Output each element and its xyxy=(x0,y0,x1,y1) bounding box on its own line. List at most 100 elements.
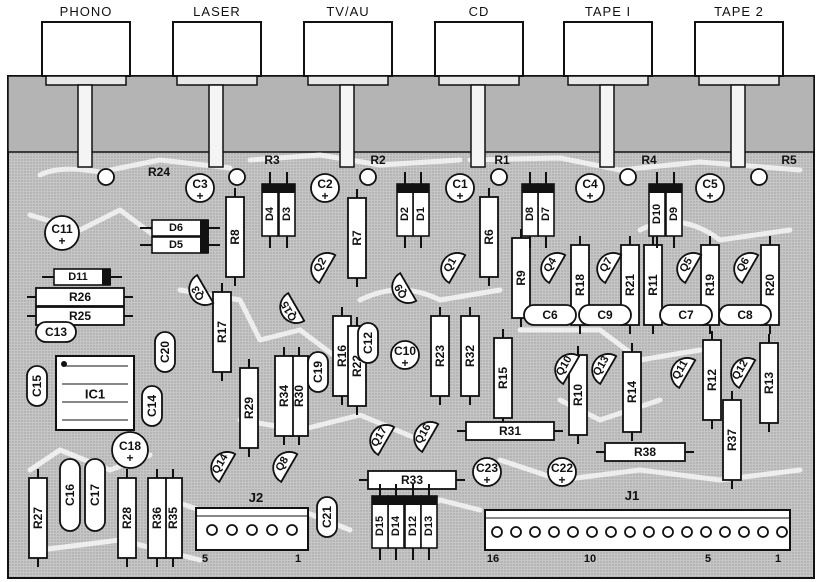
capacitor-c12: C12 xyxy=(357,322,379,364)
label-c6: C6 xyxy=(542,308,558,322)
transistor-q2: Q2 xyxy=(310,252,337,285)
label-r26: R26 xyxy=(69,290,91,304)
resistor-r28: R28 xyxy=(117,469,137,567)
polarity-c1: + xyxy=(456,189,463,203)
transistor-q4: Q4 xyxy=(540,252,567,285)
resistor-r3: R3 xyxy=(264,153,280,167)
transistor-q3: Q3 xyxy=(188,273,215,306)
label-d6: D6 xyxy=(169,222,183,234)
board-top-band xyxy=(7,75,815,153)
transistor-q11: Q11 xyxy=(670,357,697,390)
polarity-c3: + xyxy=(196,189,203,203)
polarity-c10: + xyxy=(401,356,408,370)
jack-1 xyxy=(172,21,262,186)
label-r36: R36 xyxy=(150,507,164,529)
j1-pin-5-label: 5 xyxy=(705,553,711,565)
diode-d10: D10 xyxy=(648,172,666,248)
capacitor-c1: C1+ xyxy=(445,173,475,203)
label-r6: R6 xyxy=(482,229,496,245)
label-d7: D7 xyxy=(540,207,552,221)
resistor-r8: R8 xyxy=(225,188,245,286)
label-d4: D4 xyxy=(264,206,276,221)
label-r11: R11 xyxy=(646,274,660,296)
connector-j2-label: J2 xyxy=(249,490,263,505)
diode-d3: D3 xyxy=(278,172,296,248)
resistor-r14: R14 xyxy=(622,343,642,441)
polarity-c22: + xyxy=(558,473,565,487)
label-c11: C11 xyxy=(51,222,73,236)
capacitor-c20: C20 xyxy=(154,331,176,373)
resistor-r26: R26 xyxy=(27,287,133,307)
capacitor-c6: C6 xyxy=(523,304,577,326)
polarity-c2: + xyxy=(321,189,328,203)
label-ic1: IC1 xyxy=(85,387,105,402)
label-c15: C15 xyxy=(30,375,44,397)
j1-pin-16-label: 16 xyxy=(487,553,499,565)
label-r19: R19 xyxy=(703,274,717,296)
diode-d11: D11 xyxy=(42,268,122,286)
polarity-c5: + xyxy=(706,189,713,203)
j1-pin-10-label: 10 xyxy=(584,553,596,565)
jack-label-phono: PHONO xyxy=(60,4,113,19)
label-c18: C18 xyxy=(119,439,141,453)
jack-label-tape-2: TAPE 2 xyxy=(714,4,764,19)
label-c13: C13 xyxy=(45,325,67,339)
resistor-r13: R13 xyxy=(759,334,779,432)
resistor-r36: R36 xyxy=(147,469,167,567)
polarity-c23: + xyxy=(483,473,490,487)
capacitor-c5: C5+ xyxy=(695,173,725,203)
transistor-q16: Q16 xyxy=(413,421,440,454)
label-d12: D12 xyxy=(407,516,419,536)
transistor-q9: Q9 xyxy=(391,271,418,304)
transistor-q6: Q6 xyxy=(733,252,760,285)
label-c8: C8 xyxy=(737,308,753,322)
transistor-q12: Q12 xyxy=(730,357,757,390)
capacitor-c10: C10+ xyxy=(390,340,420,370)
label-d13: D13 xyxy=(423,516,435,536)
resistor-r37: R37 xyxy=(722,391,742,489)
label-r23: R23 xyxy=(433,345,447,367)
label-c4: C4 xyxy=(582,177,598,191)
jack-label-laser: LASER xyxy=(193,4,241,19)
label-d10: D10 xyxy=(651,204,663,224)
label-d1: D1 xyxy=(415,207,427,221)
label-c10: C10 xyxy=(394,344,416,358)
label-d3: D3 xyxy=(281,207,293,221)
capacitor-c11: C11+ xyxy=(44,215,80,251)
resistor-r7: R7 xyxy=(347,189,367,287)
capacitor-c8: C8 xyxy=(718,304,772,326)
label-c3: C3 xyxy=(192,177,208,191)
diode-d14: D14 xyxy=(387,484,405,560)
capacitor-c17: C17 xyxy=(84,458,106,532)
j2-pin-5-label: 5 xyxy=(202,553,208,565)
label-r7: R7 xyxy=(350,230,364,246)
label-d9: D9 xyxy=(668,207,680,221)
jack-label-tape-1: TAPE I xyxy=(585,4,631,19)
label-c21: C21 xyxy=(320,506,334,528)
diode-d5: D5 xyxy=(140,236,220,254)
label-c9: C9 xyxy=(597,308,613,322)
capacitor-c15: C15 xyxy=(26,365,48,407)
j2-pin-1-label: 1 xyxy=(295,553,301,565)
connector-j2 xyxy=(195,507,309,551)
label-c16: C16 xyxy=(63,484,77,506)
resistor-r15: R15 xyxy=(493,329,513,427)
diode-d8: D8 xyxy=(521,172,539,248)
label-r12: R12 xyxy=(705,369,719,391)
transistor-q17: Q17 xyxy=(369,424,396,457)
resistor-r4: R4 xyxy=(641,153,657,167)
label-r17: R17 xyxy=(215,321,229,343)
label-r13: R13 xyxy=(762,372,776,394)
resistor-r33: R33 xyxy=(359,470,465,490)
label-c1: C1 xyxy=(452,177,468,191)
label-r28: R28 xyxy=(120,507,134,529)
label-r8: R8 xyxy=(228,229,242,245)
label-c12: C12 xyxy=(361,332,375,354)
capacitor-c18: C18+ xyxy=(111,431,149,469)
diode-d9: D9 xyxy=(665,172,683,248)
label-r27: R27 xyxy=(31,507,45,529)
label-d8: D8 xyxy=(524,207,536,221)
capacitor-c21: C21 xyxy=(316,496,338,538)
resistor-r24: R24 xyxy=(148,165,170,179)
label-r24: R24 xyxy=(148,165,170,179)
